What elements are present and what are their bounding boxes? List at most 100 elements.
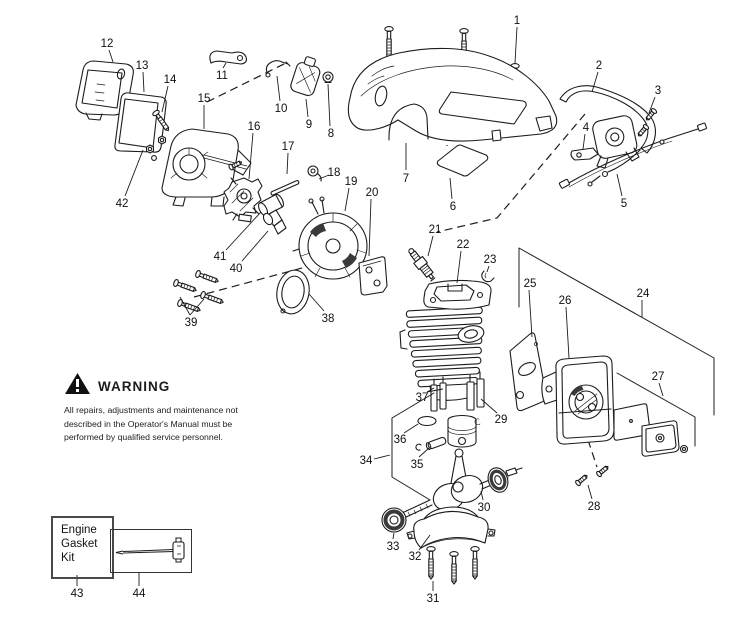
part-label-39: 39 bbox=[185, 317, 198, 329]
leader-line-37 bbox=[426, 388, 444, 393]
part-35-wrist-pin bbox=[415, 436, 447, 451]
part-number-labels: 1234567891011121314151617181920212223242… bbox=[71, 15, 665, 605]
part-21-spark-plug bbox=[408, 248, 436, 282]
leader-line-35 bbox=[418, 447, 430, 458]
part-11-bracket bbox=[209, 50, 247, 65]
part-label-25: 25 bbox=[524, 278, 537, 290]
leader-line-6 bbox=[449, 177, 453, 200]
leader-line-8 bbox=[327, 83, 331, 127]
part-33-bearing bbox=[381, 507, 407, 533]
part-8-nut bbox=[322, 71, 334, 84]
part-28-screws bbox=[574, 463, 611, 488]
leader-line-12 bbox=[108, 49, 114, 63]
part-39-screws bbox=[172, 269, 225, 315]
part-label-27: 27 bbox=[652, 371, 665, 383]
leader-line-11 bbox=[222, 62, 227, 69]
part-label-31: 31 bbox=[427, 593, 440, 605]
leader-line-21 bbox=[427, 235, 434, 257]
part-20-plate bbox=[358, 256, 388, 296]
part-19-flywheel bbox=[292, 196, 368, 280]
part-label-2: 2 bbox=[596, 60, 602, 72]
part-27-deflector bbox=[613, 403, 689, 457]
leader-line-14 bbox=[161, 85, 169, 113]
warning-line-1: All repairs, adjustments and maintenance… bbox=[64, 405, 238, 415]
part-label-26: 26 bbox=[559, 295, 572, 307]
part-13-air-filter bbox=[114, 92, 167, 153]
part-label-21: 21 bbox=[429, 224, 442, 236]
leader-line-29 bbox=[480, 398, 498, 414]
leader-line-1 bbox=[514, 26, 518, 64]
part-label-34: 34 bbox=[360, 455, 373, 467]
part-label-4: 4 bbox=[583, 122, 590, 134]
part-label-30: 30 bbox=[478, 502, 491, 514]
part-label-11: 11 bbox=[216, 70, 228, 82]
crankshaft bbox=[398, 448, 523, 520]
part-label-33: 33 bbox=[387, 541, 400, 553]
piston bbox=[447, 414, 481, 448]
leader-line-39 bbox=[179, 296, 191, 316]
part-label-29: 29 bbox=[495, 414, 508, 426]
part-38-seal-ring bbox=[276, 269, 310, 315]
leader-line-39 bbox=[189, 298, 205, 316]
part-label-9: 9 bbox=[306, 119, 312, 131]
part-label-19: 19 bbox=[345, 176, 358, 188]
part-label-20: 20 bbox=[366, 187, 379, 199]
part-label-17: 17 bbox=[282, 141, 295, 153]
kit-line-3: Kit bbox=[61, 552, 75, 564]
leader-line-38 bbox=[308, 293, 325, 312]
leader-line-22 bbox=[456, 250, 462, 284]
part-5-wiring-harness bbox=[558, 122, 708, 189]
leader-line-25 bbox=[528, 289, 533, 338]
part-label-1: 1 bbox=[514, 15, 520, 27]
leader-line-16 bbox=[248, 132, 254, 180]
leader-line-41 bbox=[225, 211, 262, 251]
leader-line-30 bbox=[480, 490, 484, 501]
part-label-22: 22 bbox=[457, 239, 470, 251]
leader-line-26 bbox=[565, 306, 570, 359]
part-label-8: 8 bbox=[328, 128, 334, 140]
part-label-6: 6 bbox=[450, 201, 456, 213]
part-label-14: 14 bbox=[164, 74, 177, 86]
part-26-muffler bbox=[541, 355, 615, 445]
leader-line-10 bbox=[276, 75, 281, 102]
leader-line-4 bbox=[582, 133, 586, 150]
leader-line-42 bbox=[124, 149, 144, 197]
leader-line-13 bbox=[142, 71, 145, 93]
part-label-7: 7 bbox=[403, 173, 409, 185]
warning-title: WARNING bbox=[98, 378, 171, 394]
part-label-13: 13 bbox=[136, 60, 149, 72]
leader-line-32 bbox=[418, 534, 431, 551]
part-label-42: 42 bbox=[116, 198, 129, 210]
warning-note: WARNING All repairs, adjustments and mai… bbox=[64, 372, 242, 445]
part-label-32: 32 bbox=[409, 551, 422, 563]
leader-line-3 bbox=[648, 96, 656, 114]
part-label-41: 41 bbox=[214, 251, 227, 263]
leader-line-23 bbox=[486, 265, 490, 273]
carb-tool-icon bbox=[115, 537, 185, 563]
leader-line-20 bbox=[368, 198, 372, 257]
part-label-23: 23 bbox=[484, 254, 497, 266]
leader-line-28 bbox=[587, 484, 593, 500]
part-label-5: 5 bbox=[621, 198, 627, 210]
leader-line-18 bbox=[318, 174, 330, 180]
part-42-nuts bbox=[145, 135, 167, 161]
part-4-bracket bbox=[570, 147, 599, 161]
leader-line-9 bbox=[305, 98, 309, 118]
part-37-studs bbox=[430, 376, 447, 412]
part-label-35: 35 bbox=[411, 459, 424, 471]
tool-box bbox=[110, 529, 192, 573]
group-brackets bbox=[391, 247, 715, 501]
kit-line-2: Gasket bbox=[61, 538, 98, 550]
leader-line-5 bbox=[616, 173, 623, 197]
part-32-crankcase-half bbox=[406, 506, 496, 549]
part-25-gasket bbox=[509, 332, 547, 412]
part-label-38: 38 bbox=[322, 313, 335, 325]
part-9-switch bbox=[290, 56, 321, 97]
leader-line-2 bbox=[591, 71, 599, 93]
leader-lines bbox=[76, 26, 664, 591]
part-label-10: 10 bbox=[275, 103, 288, 115]
part-15-starter-housing bbox=[161, 128, 252, 207]
part-label-24: 24 bbox=[637, 288, 650, 300]
